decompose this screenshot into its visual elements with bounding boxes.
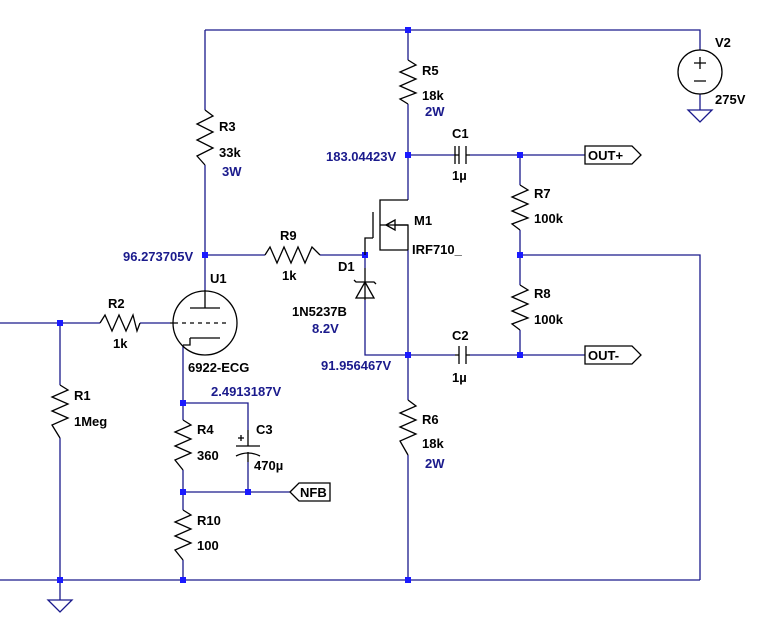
r5-power: 2W	[425, 104, 445, 119]
resistor-r10[interactable]: R10 100	[173, 509, 221, 561]
r9-value: 1k	[282, 268, 297, 283]
port-out-plus[interactable]: OUT+	[584, 145, 642, 165]
node-voltage-plate: 96.273705V	[123, 249, 193, 264]
m1-value: IRF710_	[412, 242, 463, 257]
r9-ref: R9	[280, 228, 297, 243]
c1-value: 1µ	[452, 168, 467, 183]
r8-ref: R8	[534, 286, 551, 301]
r1-value: 1Meg	[74, 414, 107, 429]
v2-ref: V2	[715, 35, 731, 50]
resistor-r9[interactable]: R9 1k	[264, 228, 321, 283]
mosfet-m1[interactable]: M1 IRF710_	[364, 199, 463, 257]
r6-value: 18k	[422, 436, 444, 451]
capacitor-c2[interactable]: C2 1µ	[452, 328, 470, 385]
node-voltage-drain: 183.04423V	[326, 149, 396, 164]
junction-dot	[57, 320, 63, 326]
junction-dot	[405, 352, 411, 358]
resistor-r4[interactable]: R4 360	[173, 419, 219, 471]
c3-ref: C3	[256, 422, 273, 437]
junction-dot	[180, 400, 186, 406]
m1-ref: M1	[414, 213, 432, 228]
junction-dot	[180, 577, 186, 583]
junction-dot	[245, 489, 251, 495]
resistor-r5[interactable]: R5 18k 2W	[398, 59, 445, 119]
triode-u1[interactable]: U1 6922-ECG	[170, 271, 249, 375]
r4-value: 360	[197, 448, 219, 463]
r4-ref: R4	[197, 422, 214, 437]
junction-dot	[180, 489, 186, 495]
voltage-source-v2[interactable]: V2 275V	[677, 35, 746, 107]
r2-ref: R2	[108, 296, 125, 311]
junction-dot	[517, 252, 523, 258]
r5-ref: R5	[422, 63, 439, 78]
r5-value: 18k	[422, 88, 444, 103]
u1-value: 6922-ECG	[188, 360, 249, 375]
zener-diode-d1[interactable]: D1 1N5237B 8.2V	[292, 259, 377, 336]
resistor-r3[interactable]: R3 33k 3W	[195, 109, 242, 179]
d1-value: 1N5237B	[292, 304, 347, 319]
r3-value: 33k	[219, 145, 241, 160]
d1-rating: 8.2V	[312, 321, 339, 336]
r10-ref: R10	[197, 513, 221, 528]
r7-ref: R7	[534, 186, 551, 201]
r10-value: 100	[197, 538, 219, 553]
junction-dot	[202, 252, 208, 258]
ground-icon	[686, 109, 714, 123]
r3-ref: R3	[219, 119, 236, 134]
port-out-plus-label: OUT+	[588, 148, 623, 163]
d1-ref: D1	[338, 259, 355, 274]
junction-dot	[517, 152, 523, 158]
capacitor-c3[interactable]: C3 470µ	[235, 422, 283, 473]
junction-dot	[405, 152, 411, 158]
r2-value: 1k	[113, 336, 128, 351]
resistor-r7[interactable]: R7 100k	[510, 184, 564, 231]
junction-dot	[405, 577, 411, 583]
node-voltage-cathode: 2.4913187V	[211, 384, 281, 399]
r3-power: 3W	[222, 164, 242, 179]
resistor-r6[interactable]: R6 18k 2W	[398, 399, 445, 471]
resistor-r1[interactable]: R1 1Meg	[50, 384, 107, 439]
c2-value: 1µ	[452, 370, 467, 385]
node-voltage-source: 91.956467V	[321, 358, 391, 373]
port-out-minus-label: OUT-	[588, 348, 619, 363]
r8-value: 100k	[534, 312, 564, 327]
r7-value: 100k	[534, 211, 564, 226]
junction-dot	[517, 352, 523, 358]
u1-ref: U1	[210, 271, 227, 286]
junction-dot	[405, 27, 411, 33]
junctions	[57, 27, 523, 583]
port-nfb-label: NFB	[300, 485, 327, 500]
capacitor-c1[interactable]: C1 1µ	[452, 126, 470, 183]
ground-icon	[46, 599, 74, 613]
r6-ref: R6	[422, 412, 439, 427]
c1-ref: C1	[452, 126, 469, 141]
junction-dot	[57, 577, 63, 583]
v2-value: 275V	[715, 92, 746, 107]
r6-power: 2W	[425, 456, 445, 471]
r1-ref: R1	[74, 388, 91, 403]
port-nfb[interactable]: NFB	[289, 482, 331, 502]
c3-value: 470µ	[254, 458, 283, 473]
resistor-r2[interactable]: R2 1k	[99, 296, 141, 351]
port-out-minus[interactable]: OUT-	[584, 345, 642, 365]
resistor-r8[interactable]: R8 100k	[510, 284, 564, 331]
c2-ref: C2	[452, 328, 469, 343]
